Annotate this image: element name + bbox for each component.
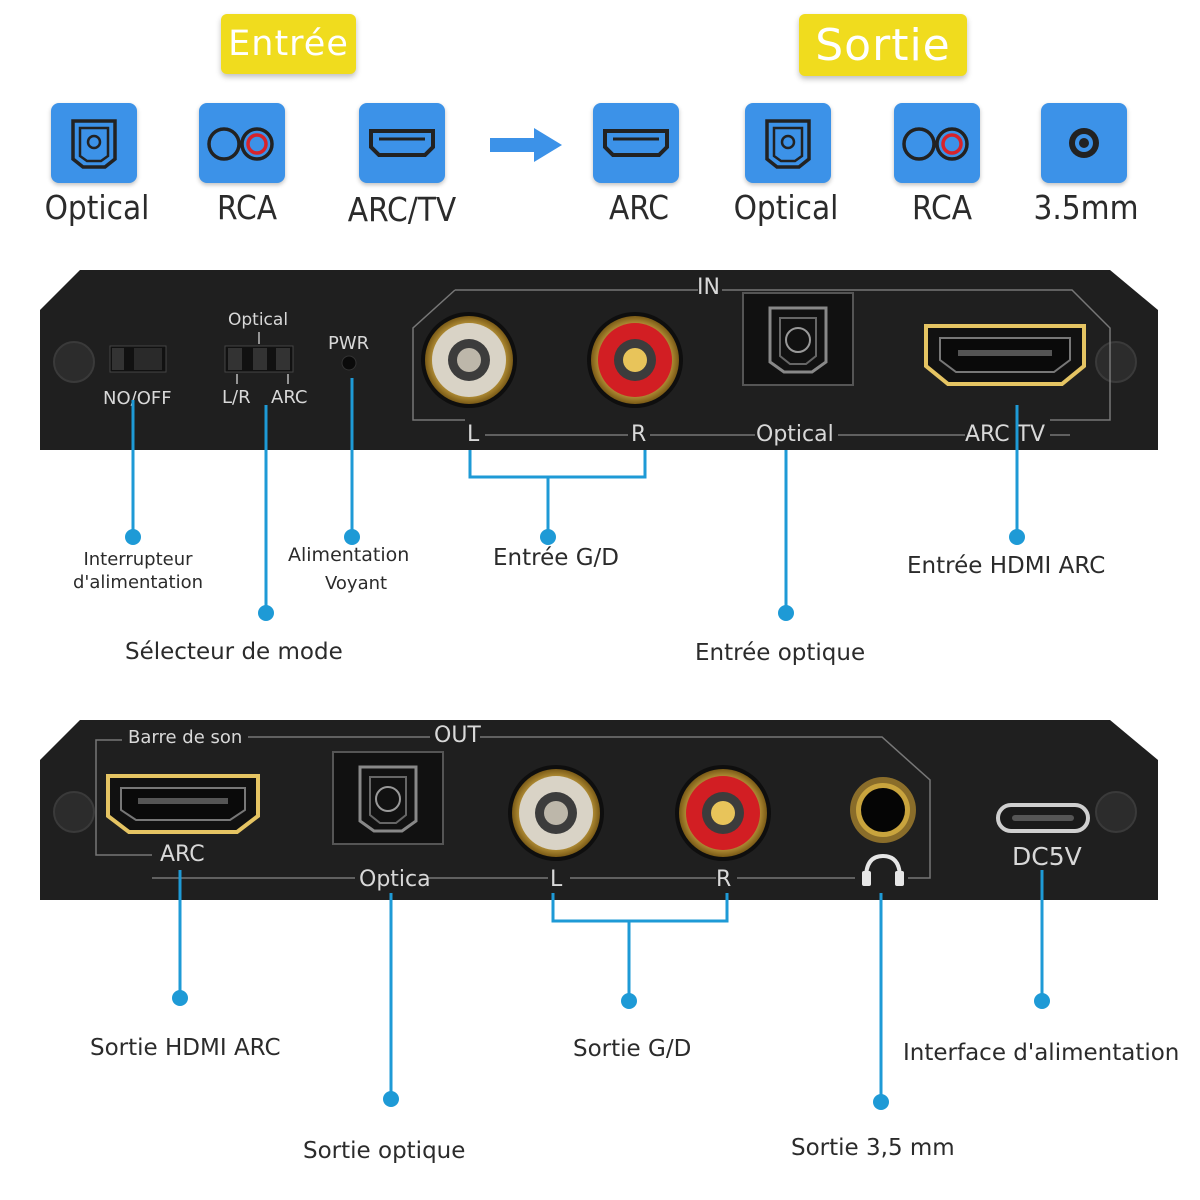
callout-output-lr: Sortie G/D [573, 1036, 692, 1062]
front-section-in: IN [697, 275, 720, 300]
output-title: Sortie [815, 19, 951, 71]
arc-tv-input-label: ARC/TV [347, 190, 457, 229]
callout-dot-output-lr [621, 993, 637, 1009]
callout-power-interface: Interface d'alimentation [903, 1040, 1180, 1066]
front-pwr-label: PWR [328, 333, 370, 354]
callout-power-led-2: Voyant [325, 573, 388, 594]
callout-jack-out: Sortie 3,5 mm [791, 1135, 955, 1161]
back-rca-l-label: L [550, 867, 563, 892]
input-title: Entrée [228, 24, 349, 64]
front-right-screw [1095, 341, 1137, 383]
front-callout-lines [125, 378, 1025, 621]
back-right-screw [1095, 791, 1137, 833]
optical-port-icon [765, 119, 811, 169]
rca-port-icon [902, 127, 969, 161]
callout-hdmi-arc-out: Sortie HDMI ARC [90, 1035, 281, 1061]
rca-input-tile [199, 103, 285, 183]
callout-dot-input-lr [540, 529, 556, 545]
callout-power-switch: Interrupteur d'alimentation [73, 549, 203, 593]
front-left-screw [53, 341, 95, 383]
back-rca-r-label: R [716, 867, 732, 892]
rca-port-icon [207, 127, 274, 161]
front-rca-r-label: R [631, 422, 647, 447]
back-arc-label: ARC [160, 842, 205, 867]
back-soundbar-label: Barre de son [128, 727, 243, 748]
back-panel [40, 720, 1158, 900]
jack-output-label: 3.5mm [1033, 188, 1139, 227]
callout-dot-optical-out [383, 1091, 399, 1107]
callout-power-led-1: Alimentation [288, 544, 410, 566]
hdmi-port-icon [603, 129, 669, 157]
callout-mode-selector: Sélecteur de mode [125, 639, 343, 665]
optical-output-tile [745, 103, 831, 183]
callout-dot-power-led [344, 529, 360, 545]
front-optical-label: Optical [756, 422, 834, 447]
front-mode-top-label: Optical [228, 310, 289, 330]
hdmi-output-tile [593, 103, 679, 183]
front-switch-label: NO/OFF [103, 388, 172, 409]
arrow-right-icon [490, 128, 562, 162]
callout-dot-power-interface [1034, 993, 1050, 1009]
jack-port-icon [1069, 128, 1099, 158]
input-title-badge: Entrée [221, 14, 356, 74]
rca-input-label: RCA [216, 188, 278, 227]
front-mode-left-label: L/R [222, 387, 251, 408]
callout-dot-optical-in [778, 605, 794, 621]
optical-output-label: Optical [733, 188, 839, 227]
callout-dot-power-switch [125, 529, 141, 545]
callout-dot-mode-selector [258, 605, 274, 621]
rca-output-label: RCA [911, 188, 973, 227]
back-left-screw [53, 791, 95, 833]
callout-dot-hdmi-arc-in [1009, 529, 1025, 545]
front-panel [40, 270, 1158, 450]
output-title-badge: Sortie [799, 14, 967, 76]
hdmi-input-tile [359, 103, 445, 183]
optical-input-tile [51, 103, 137, 183]
front-rca-l-label: L [467, 422, 480, 447]
jack-output-tile [1041, 103, 1127, 183]
back-optical-label: Optica [359, 867, 431, 892]
headphones-icon [862, 853, 904, 886]
rca-output-tile [894, 103, 980, 183]
optical-input-label: Optical [44, 188, 150, 227]
callout-optical-in: Entrée optique [695, 640, 866, 666]
arc-output-label: ARC [608, 188, 670, 227]
back-section-out: OUT [434, 723, 481, 748]
power-led [341, 355, 357, 371]
callout-hdmi-arc-in: Entrée HDMI ARC [907, 553, 1106, 579]
callout-input-lr: Entrée G/D [493, 545, 619, 571]
callout-dot-hdmi-arc-out [172, 990, 188, 1006]
callout-optical-out: Sortie optique [303, 1138, 466, 1164]
hdmi-port-icon [369, 129, 435, 157]
front-mode-right-label: ARC [271, 387, 308, 408]
front-arc-tv-label: ARC TV [965, 422, 1046, 447]
callout-dot-jack-out [873, 1094, 889, 1110]
optical-port-icon [71, 119, 117, 169]
back-dc-label: DC5V [1012, 842, 1082, 871]
